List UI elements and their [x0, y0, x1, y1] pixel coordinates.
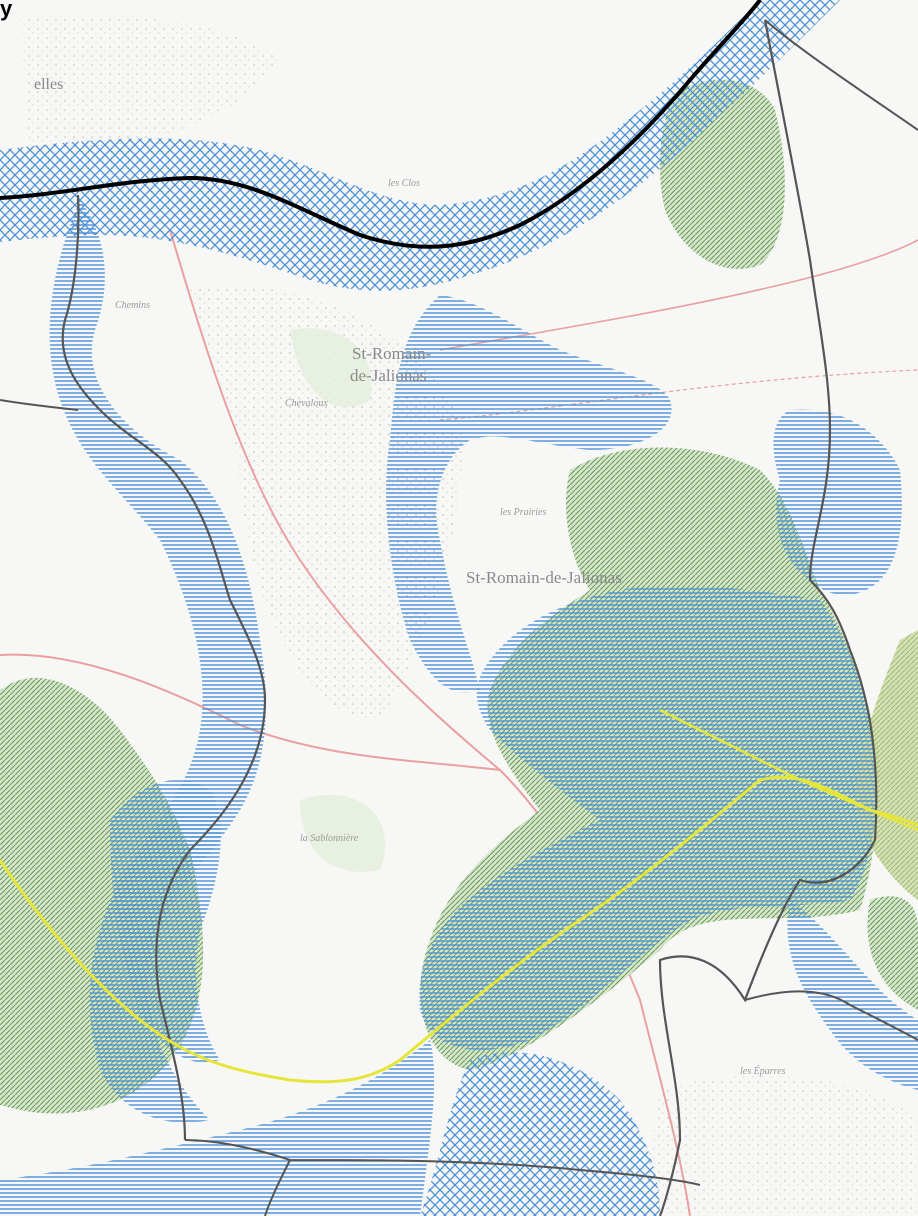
urban-area-south: [640, 1075, 918, 1216]
edge-label-left: elles: [34, 76, 64, 93]
hamlet-label-chemins: Chemins: [115, 300, 150, 311]
hamlet-label-prairies: les Prairies: [500, 507, 547, 518]
blue-hatch-east-loop: [773, 409, 902, 595]
hamlet-label-les-clos: les Clos: [388, 178, 420, 189]
commune-boundary-south: [184, 1139, 701, 1186]
commune-boundary-southwest: [264, 1159, 291, 1216]
green-zone-southeast: [867, 896, 918, 1010]
commune-boundary-east-link: [744, 990, 918, 1041]
town-label-top-2: de-Jalionas: [350, 366, 427, 385]
blue-hatch-central-channel: [386, 295, 672, 693]
blue-hatch-west-lobe: [110, 780, 221, 1063]
hamlet-label-sablonniere: la Sablonnière: [300, 833, 359, 844]
town-label-top-1: St-Romain-: [352, 344, 432, 363]
river-boundary-black: [0, 0, 762, 249]
yellow-pipeline: [0, 775, 918, 1084]
blue-hatch-central-zone: [419, 585, 877, 1050]
road-main-diagonal: [169, 229, 691, 1216]
hamlet-label-chevaloux: Chevaloux: [285, 398, 328, 409]
commune-boundary-west: [61, 194, 267, 1141]
blue-hatch-southeast-channel: [787, 900, 918, 1090]
commune-boundary-east: [658, 19, 878, 1216]
commune-boundary-northeast: [764, 19, 918, 131]
pale-green-fields-2: [300, 794, 386, 872]
yellow-pipeline-branch: [659, 708, 918, 832]
town-label-mid: St-Romain-de-Jalionas: [466, 568, 622, 587]
corner-label: y: [0, 0, 13, 21]
blue-crosshatch-south: [420, 1052, 660, 1216]
blue-crosshatch-river-band: [0, 0, 840, 291]
urban-area-town: [190, 286, 462, 720]
blue-hatch-southwest: [0, 1040, 435, 1216]
hamlet-label-eparres: les Éparres: [740, 1066, 786, 1077]
urban-area-north: [20, 16, 280, 150]
commune-boundary-left: [0, 399, 79, 411]
pale-green-fields-1: [290, 328, 372, 408]
blue-hatch-western-channel: [49, 200, 266, 1123]
